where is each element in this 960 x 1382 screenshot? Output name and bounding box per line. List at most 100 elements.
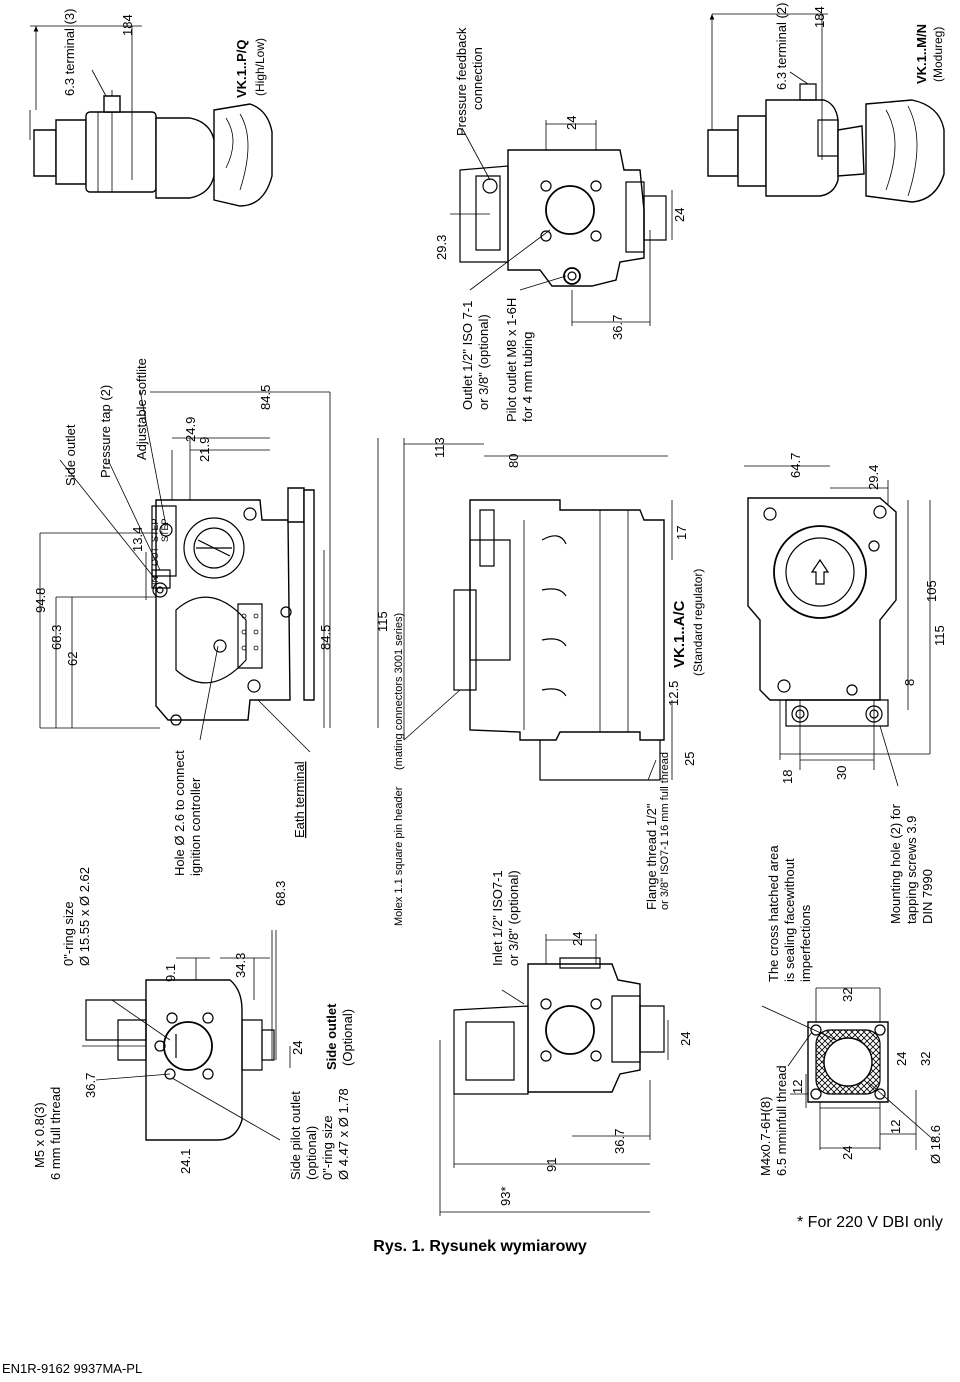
plate-step-2: STEP bbox=[160, 518, 170, 542]
top-left-model: VK.1..P/Q bbox=[234, 39, 249, 98]
dim-17: 17 bbox=[674, 526, 689, 540]
plate-in: IN bbox=[150, 576, 160, 585]
dim-32-top: 32 bbox=[840, 988, 855, 1002]
outlet-line1: Outlet 1/2" ISO 7-1 bbox=[460, 301, 475, 410]
dim-24-9: 24.9 bbox=[183, 417, 198, 442]
figure-caption: Rys. 1. Rysunek wymiarowy bbox=[373, 1238, 587, 1255]
top-left-view: 6.3 terminal (3) 184 VK.1..P/Q (High/Low… bbox=[30, 9, 272, 206]
feedback-line1: Pressure feedback bbox=[454, 27, 469, 136]
side-view-model: VK.1..A/C bbox=[671, 600, 688, 668]
hole-label-line1: Hole Ø 2.6 to connect bbox=[172, 750, 187, 876]
top-left-terminal-label: 6.3 terminal (3) bbox=[62, 9, 77, 96]
dim-84-5: 84.5 bbox=[318, 625, 333, 650]
side-view-model-sub: (Standard regulator) bbox=[691, 569, 705, 676]
side-view: 113 80 17 12.5 25 Molex 1.1 square pin h… bbox=[393, 437, 705, 926]
dim-25: 25 bbox=[682, 752, 697, 766]
top-right-model: VK.1..M/N bbox=[914, 24, 929, 84]
dim-93: 93* bbox=[498, 1186, 513, 1206]
dim-36-7-inlet: 36.7 bbox=[612, 1129, 627, 1154]
dim-32-right: 32 bbox=[918, 1052, 933, 1066]
side-pilot-line3: 0"-ring size bbox=[320, 1115, 335, 1180]
top-left-dim-184: 184 bbox=[120, 14, 135, 36]
top-right-model-sub: (Modureg) bbox=[931, 27, 945, 82]
plate-out: OUT bbox=[150, 547, 160, 567]
dim-105: 105 bbox=[924, 580, 939, 602]
document-code: EN1R-9162 9937MA-PL bbox=[2, 1361, 143, 1376]
bottom-view: 64.7 29.4 105 115 8 18 30 Mounting hole … bbox=[744, 453, 947, 924]
side-outlet-sub: (Optional) bbox=[340, 1009, 355, 1066]
side-pilot-line4: Ø 4.47 x Ø 1.78 bbox=[336, 1088, 351, 1180]
footnote: * For 220 V DBI only bbox=[797, 1214, 943, 1231]
feedback-line2: connection bbox=[470, 47, 485, 110]
side-pilot-line2: (optional) bbox=[304, 1126, 319, 1180]
dim-diameter-18-6: Ø 18.6 bbox=[928, 1125, 943, 1164]
note-line3: imperfections bbox=[798, 904, 813, 982]
inlet-line2: or 3/8" (optional) bbox=[506, 870, 521, 966]
hole-label-line2: ignition controller bbox=[188, 777, 203, 876]
top-right-view: 6.3 terminal (2) 184 VK.1..M/N (Modureg) bbox=[708, 3, 945, 202]
dim-12-bottom: 12 bbox=[888, 1120, 903, 1134]
flange-line1: Flange thread 1/2" bbox=[644, 803, 659, 910]
dim-12-left: 12 bbox=[790, 1080, 805, 1094]
label-pressure-tap: Pressure tap (2) bbox=[98, 385, 113, 478]
pilot-line2: for 4 mm tubing bbox=[520, 332, 535, 422]
thread-m5-line1: M5 x 0.8(3) bbox=[32, 1102, 47, 1168]
plate-step-1: STEP bbox=[150, 518, 160, 542]
top-right-dim-184: 184 bbox=[812, 6, 827, 28]
flange-view: The cross hatched area is sealing facewi… bbox=[758, 845, 943, 1176]
top-right-terminal-label: 6.3 terminal (2) bbox=[774, 3, 789, 90]
dim-64-7: 64.7 bbox=[788, 453, 803, 478]
dim-68-3-side: 68.3 bbox=[273, 881, 288, 906]
note-line1: The cross hatched area bbox=[766, 845, 781, 982]
dim-9-1: 9.1 bbox=[163, 964, 178, 982]
dim-24-side: 24 bbox=[290, 1041, 305, 1055]
top-left-model-sub: (High/Low) bbox=[253, 38, 267, 96]
side-outlet-title: Side outlet bbox=[324, 1003, 339, 1070]
mounting-line2: tapping screws 3.9 bbox=[904, 816, 919, 924]
upper-left-view: IN OUT STEP STEP 94.8 68.3 62 13.4 24.9 … bbox=[33, 358, 390, 876]
dim-36-7: 36.7 bbox=[83, 1073, 98, 1098]
oring-main-line1: 0"-ring size bbox=[61, 901, 76, 966]
oring-main-line2: Ø 15.55 x Ø 2.62 bbox=[77, 867, 92, 966]
thread-m5-line2: 6 mm full thread bbox=[48, 1087, 63, 1180]
thread-m4-line2: 6.5 mminfull thread bbox=[774, 1065, 789, 1176]
thread-m4-line1: M4x0.7-6H(8) bbox=[758, 1097, 773, 1176]
flange-line2: or 3/8" ISO7-1 16 mm full thread bbox=[659, 752, 671, 910]
dim-34-3: 34.3 bbox=[233, 953, 248, 978]
dim-30: 30 bbox=[834, 766, 849, 780]
dim-80: 80 bbox=[506, 454, 521, 468]
label-adjustable-softlite: Adjustable softlite bbox=[134, 358, 149, 460]
label-side-outlet: Side outlet bbox=[63, 424, 78, 486]
inlet-view: Inlet 1/2" ISO7-1 or 3/8" (optional) 24 … bbox=[440, 870, 693, 1216]
dim-115: 115 bbox=[375, 611, 390, 632]
earth-terminal-label: Eath terminal bbox=[292, 761, 307, 838]
dim-24-flange-bottom: 24 bbox=[840, 1146, 855, 1160]
dim-8: 8 bbox=[902, 679, 917, 686]
outlet-line2: or 3/8" (optional) bbox=[476, 314, 491, 410]
dim-21-9: 21.9 bbox=[197, 437, 212, 462]
dim-29-3: 29.3 bbox=[434, 235, 449, 260]
dim-29-4: 29.4 bbox=[866, 465, 881, 490]
inlet-line1: Inlet 1/2" ISO7-1 bbox=[490, 870, 505, 966]
dim-36-7-top: 36.7 bbox=[610, 315, 625, 340]
dim-13-4: 13.4 bbox=[130, 527, 145, 552]
dim-91: 91 bbox=[544, 1158, 559, 1172]
note-line2: is sealing facewithout bbox=[782, 858, 797, 982]
dim-68-3: 68.3 bbox=[49, 625, 64, 650]
dim-94-8: 94.8 bbox=[33, 588, 48, 613]
side-pilot-line1: Side pilot outlet bbox=[288, 1091, 303, 1180]
pilot-line1: Pilot outlet M8 x 1-6H bbox=[504, 298, 519, 422]
molex-line2: (mating connectors 3001 series) bbox=[393, 613, 405, 770]
dim-24-inlet-top: 24 bbox=[570, 932, 585, 946]
lower-left-view: 9.1 34.3 68.3 36.7 24 24.1 0"-ring size … bbox=[32, 867, 355, 1180]
dim-24-right: 24 bbox=[672, 208, 687, 222]
dim-12-5: 12.5 bbox=[666, 681, 681, 706]
dim-24-top: 24 bbox=[564, 116, 579, 130]
mounting-line3: DIN 7990 bbox=[920, 869, 935, 924]
dim-24-inlet-right: 24 bbox=[678, 1032, 693, 1046]
dim-113: 113 bbox=[432, 437, 447, 458]
dim-24-1: 24.1 bbox=[178, 1149, 193, 1174]
mounting-line1: Mounting hole (2) for bbox=[888, 803, 903, 924]
dim-84-5-top: 84.5 bbox=[258, 385, 273, 410]
